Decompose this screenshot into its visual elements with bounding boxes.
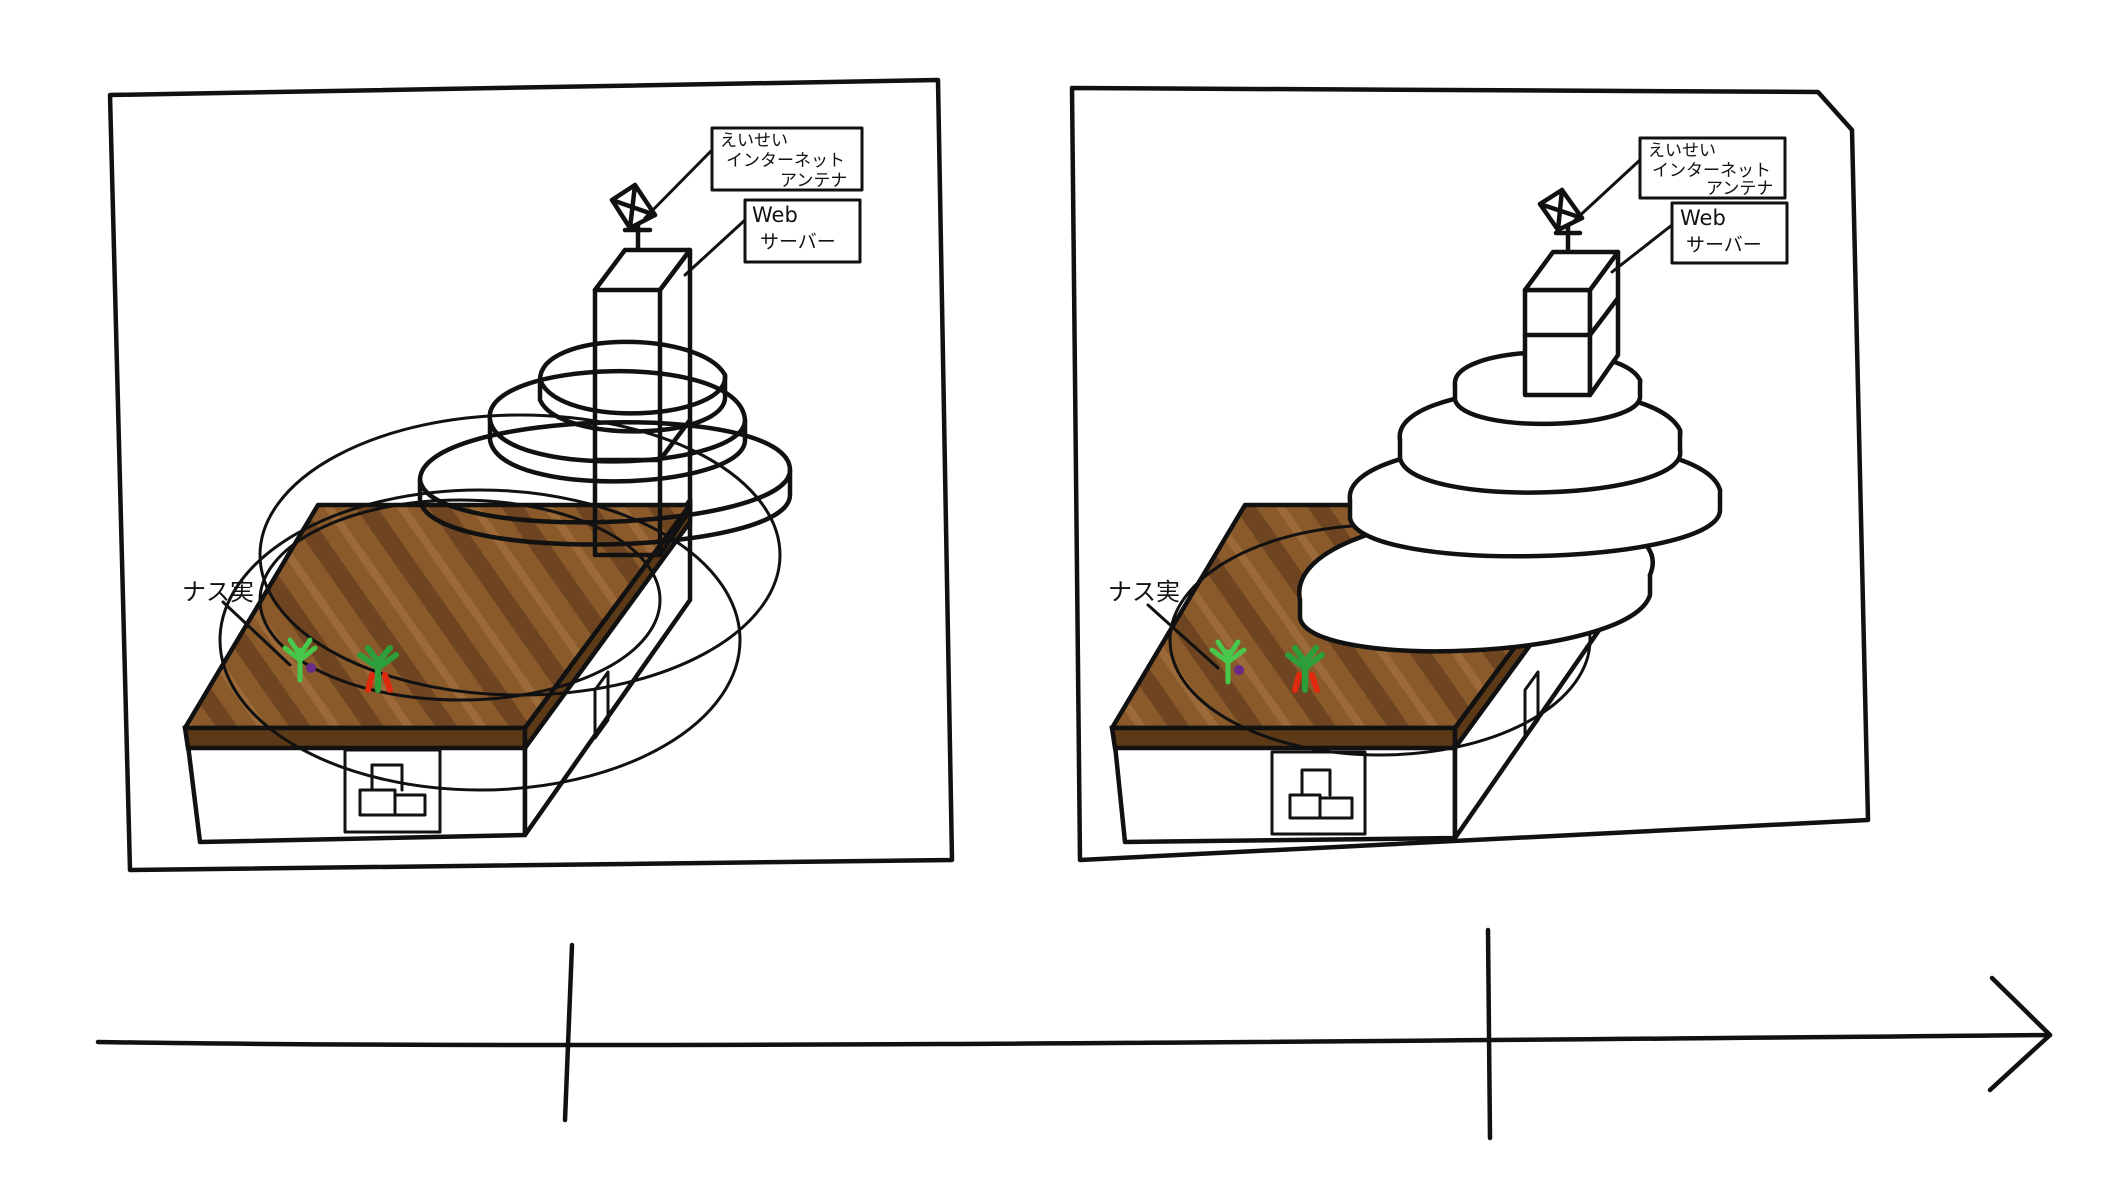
house-door (1272, 752, 1365, 834)
signal-discs (1299, 352, 1720, 651)
antenna-label-line1: えいせい (720, 131, 788, 151)
antenna-label-line2: インターネット (726, 151, 845, 171)
server-leader-line (685, 220, 745, 275)
antenna-leader-line (645, 150, 712, 218)
antenna-label-line3: アンテナ (780, 171, 847, 191)
soil-front-edge (185, 728, 525, 748)
plant-label: ナス実 (182, 578, 254, 606)
plant-label: ナス実 (1108, 578, 1180, 606)
timeline-axis (98, 930, 2050, 1138)
antenna-label-line1: えいせい (1648, 141, 1716, 161)
server-label-line2: サーバー (1686, 234, 1762, 256)
server-label-line1: Web (1680, 206, 1726, 230)
panel-before: えいせい インターネット アンテナ Web サーバー ナス実 (110, 80, 952, 870)
server-tower-front (1525, 290, 1590, 395)
antenna-leader-line (1575, 160, 1640, 220)
server-label-line2: サーバー (760, 231, 836, 253)
antenna-label-line2: インターネット (1652, 161, 1771, 181)
soil-front-edge (1112, 728, 1455, 748)
server-label-line1: Web (752, 203, 798, 227)
timeline-line (98, 1035, 2050, 1045)
timeline-mark-2 (1488, 930, 1490, 1138)
server-leader-line (1612, 225, 1672, 272)
timeline-mark-1 (565, 945, 572, 1120)
antenna-label-line3: アンテナ (1706, 179, 1773, 199)
server-tower-top (595, 250, 690, 290)
panel-after: えいせい インターネット アンテナ Web サーバー ナス実 (1072, 88, 1868, 860)
